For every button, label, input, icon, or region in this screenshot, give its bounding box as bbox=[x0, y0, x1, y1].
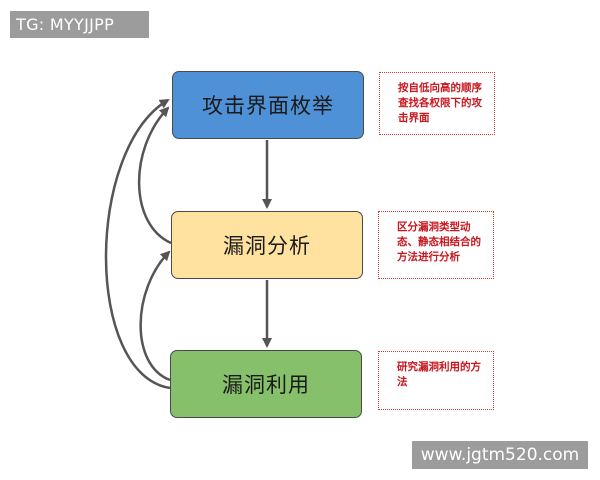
feedback-arc-exploit-to-analysis bbox=[139, 250, 171, 382]
step-label: 攻击界面枚举 bbox=[202, 94, 334, 118]
watermark-top-left: TG: MYYJJPP bbox=[10, 11, 149, 38]
step-box-vuln-analysis: 漏洞分析 bbox=[171, 211, 363, 279]
note-attack-surface-enum: 按自低向高的顺序查找各权限下的攻击界面 bbox=[379, 72, 495, 135]
step-label: 漏洞分析 bbox=[223, 234, 311, 258]
step-label: 漏洞利用 bbox=[222, 373, 310, 397]
step-box-attack-surface-enum: 攻击界面枚举 bbox=[172, 71, 364, 139]
note-vuln-exploit: 研究漏洞利用的方法 bbox=[378, 351, 494, 410]
step-box-vuln-exploit: 漏洞利用 bbox=[170, 350, 362, 418]
watermark-bottom-right: www.jgtm520.com bbox=[412, 441, 588, 469]
feedback-arc-analysis-to-enum bbox=[137, 106, 172, 245]
feedback-arc-exploit-to-enum bbox=[104, 98, 171, 390]
note-vuln-analysis: 区分漏洞类型动态、静态相结合的方法进行分析 bbox=[378, 211, 494, 279]
